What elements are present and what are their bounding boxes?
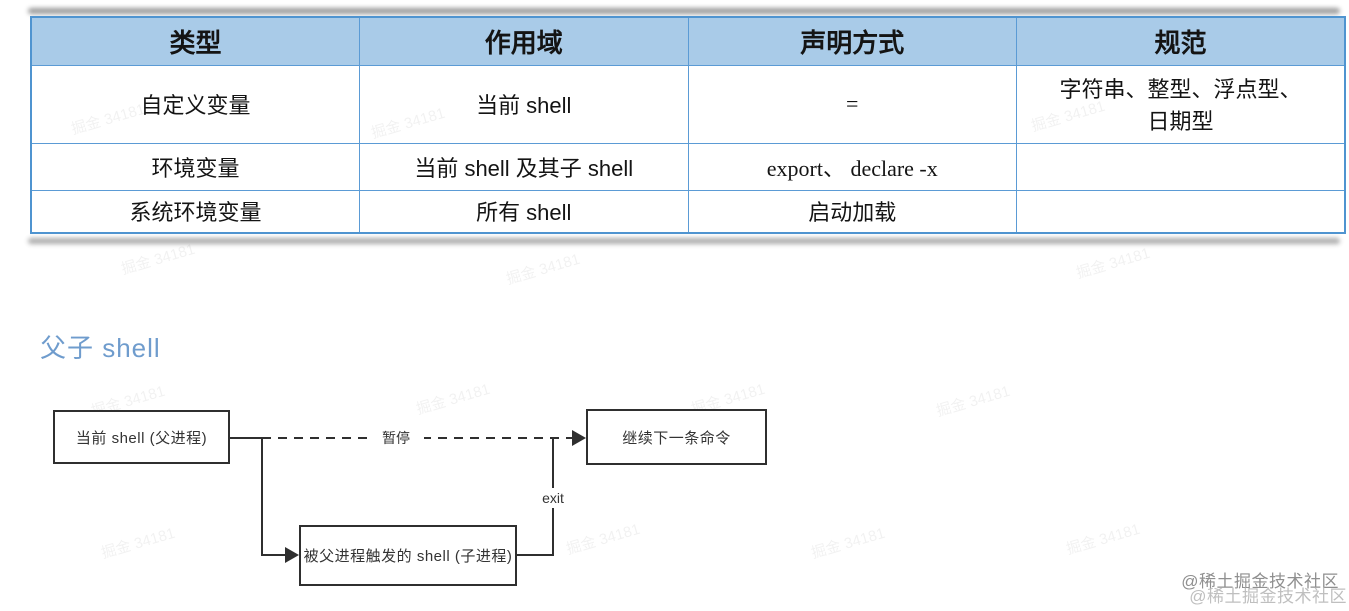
table-header-row: 类型 作用域 声明方式 规范	[30, 16, 1346, 66]
table-row: 环境变量 当前 shell 及其子 shell export、 declare …	[30, 142, 1346, 191]
watermark-tile: 掘金 34181	[504, 250, 583, 289]
edge-label-pause: 暂停	[368, 428, 424, 448]
watermark-tile: 掘金 34181	[99, 524, 178, 563]
cell-spec	[1016, 189, 1346, 234]
watermark-tile: 掘金 34181	[1064, 520, 1143, 559]
node-next-command: 继续下一条命令	[586, 409, 767, 465]
cell-declaration: export、 declare -x	[687, 142, 1017, 191]
cell-declaration: =	[687, 64, 1017, 144]
watermark-tile: 掘金 34181	[934, 382, 1013, 421]
table-row: 系统环境变量 所有 shell 启动加载	[30, 189, 1346, 234]
edge-label-exit: exit	[531, 488, 575, 508]
node-child-shell: 被父进程触发的 shell (子进程)	[299, 525, 517, 586]
node-current-shell: 当前 shell (父进程)	[53, 410, 230, 464]
watermark-tile: 掘金 34181	[564, 520, 643, 559]
arrowhead-into-next	[572, 430, 586, 446]
section-heading: 父子 shell	[40, 333, 161, 363]
edge-parent-child-line	[230, 437, 285, 556]
table-row: 自定义变量 当前 shell = 字符串、整型、浮点型、 日期型	[30, 64, 1346, 144]
watermark-tile: 掘金 34181	[414, 380, 493, 419]
cell-type: 环境变量	[30, 142, 360, 191]
watermark-tile: 掘金 34181	[809, 524, 888, 563]
cell-type: 自定义变量	[30, 64, 360, 144]
watermark-tile: 掘金 34181	[119, 240, 198, 279]
cell-scope: 当前 shell	[359, 64, 689, 144]
variable-types-table: 类型 作用域 声明方式 规范 自定义变量 当前 shell = 字符串、整型、浮…	[30, 16, 1346, 234]
cell-spec	[1016, 142, 1346, 191]
col-header-type: 类型	[30, 16, 360, 66]
col-header-spec: 规范	[1016, 16, 1346, 66]
col-header-scope: 作用域	[359, 16, 689, 66]
juejin-credit-watermark: @稀土掘金技术社区	[1181, 572, 1339, 591]
cell-type: 系统环境变量	[30, 189, 360, 234]
scan-shadow-top	[28, 8, 1340, 14]
cell-declaration: 启动加载	[687, 189, 1017, 234]
scan-shadow-bottom	[28, 238, 1340, 244]
col-header-declaration: 声明方式	[687, 16, 1017, 66]
cell-scope: 所有 shell	[359, 189, 689, 234]
arrowhead-into-child	[285, 547, 299, 563]
cell-spec: 字符串、整型、浮点型、 日期型	[1016, 64, 1346, 144]
cell-scope: 当前 shell 及其子 shell	[359, 142, 689, 191]
juejin-credit-watermark: @稀土掘金技术社区	[1189, 587, 1347, 606]
watermark-tile: 掘金 34181	[1074, 244, 1153, 283]
